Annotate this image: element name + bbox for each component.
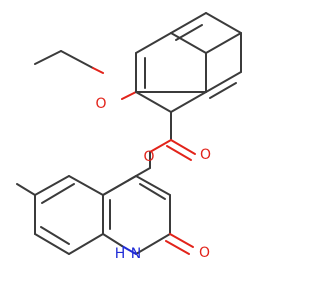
ester-oxygen-label: O bbox=[143, 149, 154, 165]
bond-q11-n bbox=[121, 245, 137, 255]
bond-ring-double-right bbox=[209, 82, 237, 99]
ether-oxygen-label: O bbox=[95, 96, 106, 112]
bond-carbonyl-o2 bbox=[166, 145, 192, 161]
bond-ring-lower-right bbox=[170, 91, 207, 113]
bond-carbonyl-o1 bbox=[170, 139, 196, 155]
bond-ring-right-upper bbox=[205, 71, 242, 93]
bond-lactam-o2 bbox=[165, 240, 190, 255]
bond-q8 bbox=[135, 175, 171, 196]
amide-hydrogen-label: H bbox=[115, 246, 126, 262]
atom-labels: O O O O N H bbox=[95, 96, 211, 262]
bond-ring-top-right bbox=[205, 12, 242, 34]
molecule-drawing: O O O O N H bbox=[16, 12, 242, 262]
bond-q7 bbox=[102, 175, 137, 196]
bond-ester-ch2-b bbox=[135, 167, 151, 177]
lactam-oxygen-label: O bbox=[199, 245, 210, 261]
bond-q12 bbox=[102, 233, 123, 247]
bond-q10 bbox=[135, 233, 171, 255]
bond-ethyl-ch2 bbox=[60, 50, 94, 69]
amide-nitrogen-label: N bbox=[131, 246, 141, 262]
bond-arom-1 bbox=[41, 183, 75, 204]
bond-ethyl-methyl bbox=[34, 50, 62, 65]
bond-ring-lower-left bbox=[135, 91, 172, 113]
bond-ring-left-top bbox=[135, 32, 172, 54]
bond-q5 bbox=[68, 233, 104, 255]
structure-canvas: O O O O N H bbox=[16, 12, 242, 262]
bond-set bbox=[16, 12, 242, 255]
bond-q2 bbox=[34, 175, 70, 196]
bond-ring-inner-right bbox=[205, 32, 242, 54]
bond-arom-2 bbox=[40, 226, 70, 245]
carbonyl-oxygen-label: O bbox=[200, 147, 211, 163]
bond-lactam-o1 bbox=[169, 233, 194, 248]
bond-q1 bbox=[68, 175, 104, 196]
bond-ester-o bbox=[149, 139, 172, 153]
bond-methyl bbox=[16, 183, 36, 196]
bond-ether-o-right bbox=[121, 91, 137, 100]
bond-q4 bbox=[34, 233, 70, 255]
bond-ring-double-top bbox=[175, 24, 203, 41]
bond-ether-o-left bbox=[92, 67, 104, 74]
bond-ring-inner-top bbox=[170, 32, 207, 54]
bond-ring-top-left bbox=[170, 12, 207, 34]
bond-arom-4 bbox=[139, 183, 166, 200]
